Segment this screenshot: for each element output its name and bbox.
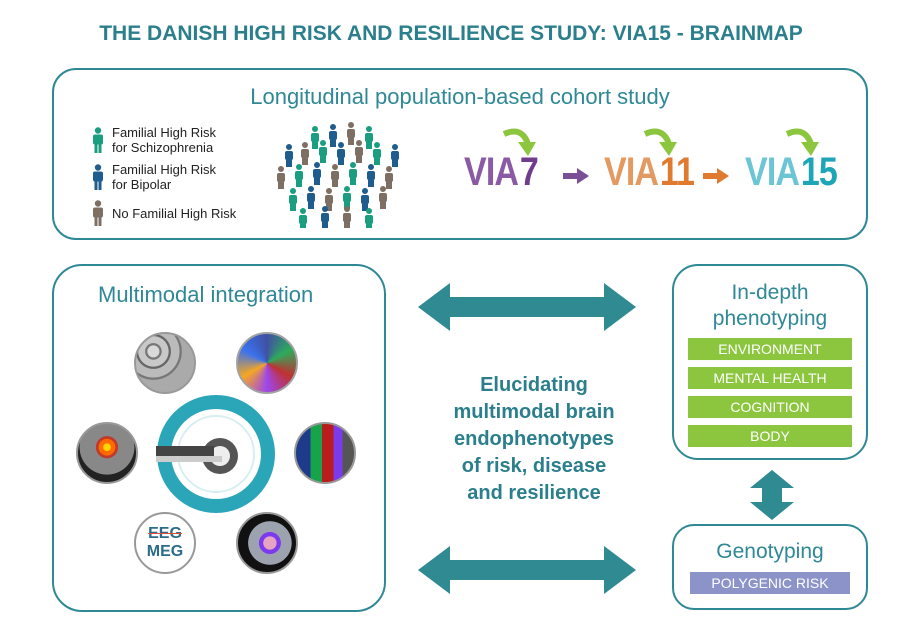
person-icon	[349, 162, 357, 185]
center-line: endophenotypes	[453, 428, 614, 450]
person-icon	[385, 166, 393, 189]
vertical-double-arrow-icon	[750, 470, 794, 520]
person-icon	[331, 164, 339, 187]
person-icon	[93, 164, 103, 190]
brain-surface-image	[236, 512, 298, 574]
page-title: THE DANISH HIGH RISK AND RESILIENCE STUD…	[99, 22, 803, 45]
person-icon	[321, 206, 329, 228]
legend-no-risk: No Familial High Risk	[92, 200, 236, 226]
phenotype-item: ENVIRONMENT	[688, 338, 852, 360]
genotyping-heading: Genotyping	[716, 540, 824, 563]
phenotyping-heading-line: phenotyping	[712, 307, 828, 330]
person-icon	[391, 144, 399, 167]
curl-arrow-icon	[643, 128, 677, 156]
person-icon	[311, 126, 319, 149]
microscopy-image	[134, 332, 196, 394]
multimodal-heading: Multimodal integration	[98, 282, 314, 307]
phenotype-item: BODY	[688, 425, 852, 447]
legend-label: Familial High Risk	[112, 125, 217, 140]
legend-label: for Schizophrenia	[112, 140, 214, 155]
cohort-panel: Longitudinal population-based cohort stu…	[52, 68, 868, 240]
person-icon	[93, 200, 103, 226]
person-icon	[365, 208, 373, 228]
person-icon	[361, 188, 369, 211]
person-icon	[343, 206, 351, 228]
person-icon	[299, 208, 307, 228]
arrow-right-icon	[703, 168, 729, 184]
person-icon	[307, 186, 315, 209]
person-icon	[289, 188, 297, 211]
center-line: and resilience	[467, 482, 601, 504]
person-icon	[329, 124, 337, 147]
phenotyping-heading: In-depth phenotyping	[674, 280, 866, 332]
meg-label: MEG	[146, 543, 184, 560]
person-icon	[337, 142, 345, 165]
center-line: multimodal brain	[453, 401, 615, 423]
person-icon	[313, 162, 321, 185]
person-icon	[379, 186, 387, 209]
genotyping-panel: Genotyping	[672, 524, 868, 610]
double-arrow-icon	[418, 546, 636, 594]
person-icon	[285, 144, 293, 167]
person-icon	[301, 142, 309, 165]
curl-arrow-icon	[785, 128, 819, 156]
via11-label: VIA11	[604, 150, 695, 194]
person-icon	[325, 188, 333, 211]
center-line: Elucidating	[480, 374, 588, 396]
legend-label: No Familial High Risk	[112, 205, 237, 221]
fmri-image	[76, 422, 138, 484]
phenotype-item: MENTAL HEALTH	[688, 367, 852, 389]
center-line: of risk, disease	[461, 455, 607, 477]
eeg-meg-image: EEG MEG	[134, 512, 196, 574]
polygenic-risk-item: POLYGENIC RISK	[690, 572, 850, 594]
population-crowd-icon	[277, 122, 399, 228]
person-icon	[277, 166, 285, 189]
person-icon	[319, 140, 327, 163]
arrow-right-icon	[563, 168, 589, 184]
via7-label: VIA7	[464, 150, 539, 194]
person-icon	[373, 142, 381, 165]
eeg-label: EEG	[148, 525, 182, 542]
phenotype-item: COGNITION	[688, 396, 852, 418]
person-icon	[93, 127, 103, 153]
tractography-image	[236, 332, 298, 394]
person-icon	[347, 122, 355, 145]
legend-label: Familial High Risk	[112, 162, 217, 177]
cohort-heading: Longitudinal population-based cohort stu…	[250, 84, 670, 109]
curl-arrow-icon	[502, 128, 536, 156]
mri-scanner-icon	[156, 395, 275, 513]
cortex-segmentation-image	[294, 422, 356, 484]
phenotyping-heading-line: In-depth	[731, 281, 809, 304]
center-statement: Elucidating multimodal brain endophenoty…	[420, 372, 648, 507]
via15-label: VIA15	[745, 150, 838, 194]
person-icon	[367, 164, 375, 187]
person-icon	[365, 126, 373, 149]
legend-label: for Bipolar	[112, 177, 172, 192]
double-arrow-icon	[418, 283, 636, 331]
person-icon	[295, 164, 303, 187]
person-icon	[355, 140, 363, 163]
person-icon	[343, 186, 351, 209]
